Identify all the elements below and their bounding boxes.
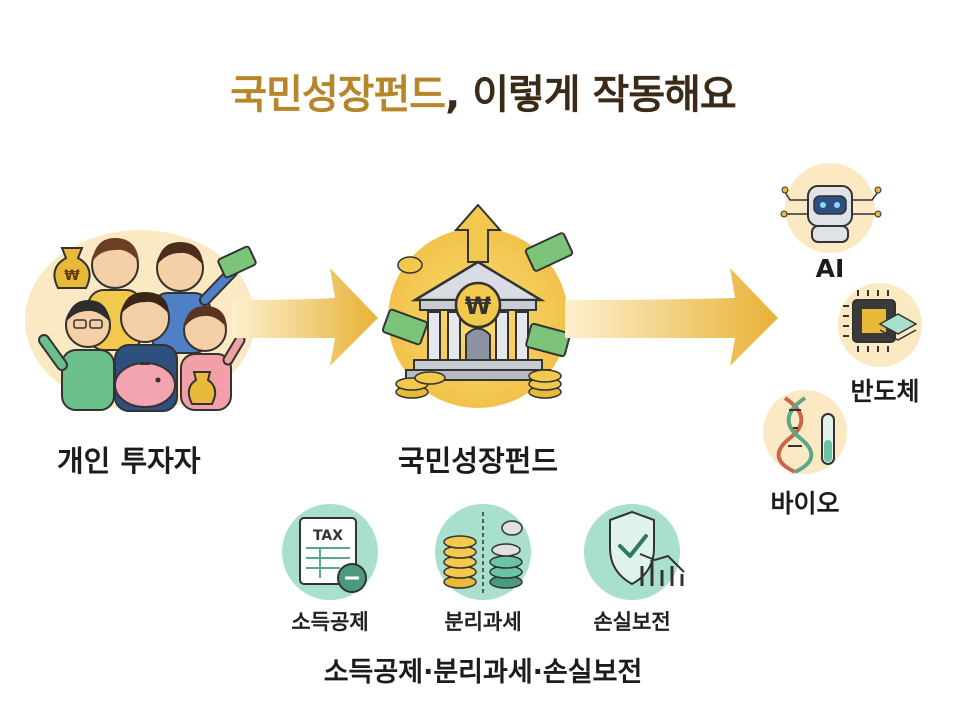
- semiconductor-label: 반도체: [850, 377, 920, 406]
- robot-icon: [780, 163, 882, 253]
- bank-building-icon: ₩: [405, 260, 551, 381]
- fund-label: 국민성장펀드: [397, 444, 559, 478]
- page-title: 국민성장펀드, 이렇게 작동해요: [0, 62, 966, 120]
- person-front-right: [180, 306, 246, 411]
- chip-icon: [838, 283, 922, 367]
- fund-illustration: ₩: [381, 203, 574, 408]
- arrow-fund-to-sectors: [565, 268, 778, 366]
- money-bag-icon: ₩: [53, 247, 91, 289]
- shield-check-icon: [584, 504, 685, 600]
- arrow-investor-to-fund: [232, 268, 378, 366]
- small-money-bag-icon: [187, 371, 217, 405]
- title-rest: , 이렇게 작동해요: [445, 72, 737, 118]
- title-highlight: 국민성장펀드: [230, 72, 446, 118]
- banknote-icon: [525, 322, 571, 358]
- banknote-icon: [381, 308, 429, 346]
- separate-tax-label: 분리과세: [444, 610, 522, 634]
- person-front-center: [114, 292, 178, 412]
- coin-stack-icon: [395, 256, 562, 399]
- dna-icon: [763, 390, 847, 474]
- banknote-icon: [524, 232, 574, 272]
- fund-won-symbol: ₩: [465, 292, 492, 320]
- piggy-bank-icon: [114, 362, 176, 408]
- loss-guarantee-label: 손실보전: [593, 610, 671, 634]
- tax-document-icon: TAX: [282, 504, 378, 600]
- coin-stacks-icon: [435, 504, 531, 600]
- benefits-summary: 소득공제·분리과세·손실보전: [323, 657, 643, 688]
- ai-label: AI: [815, 254, 845, 283]
- bag-won-symbol: ₩: [64, 268, 80, 284]
- investors-illustration: ₩: [25, 230, 257, 412]
- deduction-label: 소득공제: [291, 610, 369, 634]
- bio-label: 바이오: [770, 489, 840, 518]
- tax-icon-text: TAX: [313, 528, 343, 544]
- investor-label: 개인 투자자: [57, 444, 201, 478]
